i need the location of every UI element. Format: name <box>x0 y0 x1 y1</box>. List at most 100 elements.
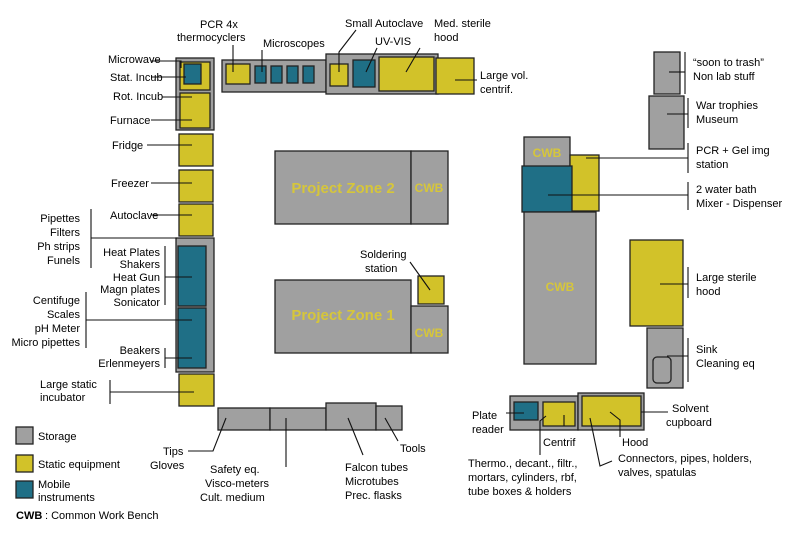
pcr-thermocycler-box <box>225 63 251 85</box>
label-thermo-1: mortars, cylinders, rbf, <box>468 472 577 484</box>
label-beakers-1: Erlenmeyers <box>98 358 160 370</box>
label-centrif: Centrif <box>543 437 576 449</box>
label-pipettes-3: Funels <box>47 255 81 267</box>
label-pipettes-2: Ph strips <box>37 241 80 253</box>
cwb-right-main-label: CWB <box>546 280 575 294</box>
label-uvvis: UV-VIS <box>375 36 411 48</box>
autoclave-box <box>178 203 214 237</box>
label-heat-plates-2: Heat Gun <box>113 272 160 284</box>
project-zone-1-cwb-label: CWB <box>415 326 444 340</box>
label-large-vol-0: Large vol. <box>480 70 528 82</box>
rot-incub-box <box>179 92 211 129</box>
label-solvent-1: cupboard <box>666 417 712 429</box>
label-heat-plates-0: Heat Plates <box>103 247 160 259</box>
label-rot-incub: Rot. Incub <box>113 91 163 103</box>
med-sterile-hood-box <box>378 56 435 92</box>
label-large-static-0: Large static <box>40 379 97 391</box>
label-thermo-2: tube boxes & holders <box>468 486 572 498</box>
label-hood: Hood <box>622 437 648 449</box>
bottom-bench-safety <box>269 407 327 431</box>
microscope-1 <box>254 65 267 84</box>
label-safety-1: Visco-meters <box>205 478 269 490</box>
label-falcon-2: Prec. flasks <box>345 490 402 502</box>
legend-mobile-label-1: instruments <box>38 492 95 504</box>
label-large-sterile-0: Large sterile <box>696 272 757 284</box>
label-heat-plates-4: Sonicator <box>114 297 161 309</box>
label-tips-0: Tips <box>163 446 184 458</box>
label-pcr4x-1: thermocyclers <box>177 32 246 44</box>
project-zone-2-box <box>274 150 412 225</box>
legend-mobile-label-0: Mobile <box>38 479 70 491</box>
label-plate-reader-0: Plate <box>472 410 497 422</box>
microscope-3 <box>286 65 299 84</box>
large-static-incubator-box <box>178 373 215 407</box>
large-sterile-hood-box <box>629 239 684 327</box>
hood-box <box>581 395 642 427</box>
label-microwave: Microwave <box>108 54 161 66</box>
label-pcr4x-0: PCR 4x <box>200 19 238 31</box>
uv-vis-box <box>352 59 376 88</box>
label-soldering-0: Soldering <box>360 249 406 261</box>
label-water-bath-1: Mixer - Dispenser <box>696 198 783 210</box>
label-heat-plates-3: Magn plates <box>100 284 160 296</box>
label-med-sterile-1: hood <box>434 32 458 44</box>
legend: Storage Static equipment Mobile instrume… <box>15 426 159 522</box>
legend-storage-swatch <box>15 426 34 445</box>
label-tools: Tools <box>400 443 426 455</box>
label-large-static-1: incubator <box>40 392 86 404</box>
cwb-right-main-box <box>523 211 597 365</box>
label-furnace: Furnace <box>110 115 150 127</box>
freezer-box <box>178 169 214 203</box>
plate-reader-box <box>513 401 539 421</box>
large-vol-centrifuge-box <box>435 57 475 95</box>
label-pipettes-1: Filters <box>50 227 80 239</box>
legend-cwb-desc: : Common Work Bench <box>45 510 159 522</box>
label-falcon-1: Microtubes <box>345 476 399 488</box>
label-falcon-0: Falcon tubes <box>345 462 408 474</box>
microscope-4 <box>302 65 315 84</box>
label-soon-trash-0: “soon to trash” <box>693 57 764 69</box>
stat-incub-box <box>183 63 202 85</box>
label-water-bath-0: 2 water bath <box>696 184 757 196</box>
sink-basin <box>652 356 672 384</box>
label-thermo-0: Thermo., decant., filtr., <box>468 458 577 470</box>
label-stat-incub: Stat. Incub <box>110 72 163 84</box>
label-centrifuge-3: Micro pipettes <box>12 337 81 349</box>
project-zone-1-cwb-box <box>410 305 449 354</box>
project-zone-2-label: Project Zone 2 <box>291 180 394 197</box>
label-solvent-0: Solvent <box>672 403 709 415</box>
cwb-right-top-label: CWB <box>533 146 562 160</box>
legend-storage-label: Storage <box>38 431 77 443</box>
label-safety-2: Cult. medium <box>200 492 265 504</box>
label-war-trophies-1: Museum <box>696 114 738 126</box>
label-centrifuge-1: Scales <box>47 309 81 321</box>
label-war-trophies-0: War trophies <box>696 100 758 112</box>
label-soon-trash-1: Non lab stuff <box>693 71 756 83</box>
label-connectors-0: Connectors, pipes, holders, <box>618 453 752 465</box>
label-microscopes: Microscopes <box>263 38 325 50</box>
centrifuge-mobile-box <box>177 307 207 369</box>
project-zone-1-box <box>274 279 412 354</box>
legend-static-label: Static equipment <box>38 459 120 471</box>
project-zone-2-cwb-box <box>410 150 449 225</box>
water-bath-box <box>521 165 573 213</box>
label-safety-0: Safety eq. <box>210 464 260 476</box>
label-pipettes-0: Pipettes <box>40 213 80 225</box>
label-beakers-0: Beakers <box>120 345 161 357</box>
leader-lines <box>85 29 689 467</box>
label-fridge: Fridge <box>112 140 143 152</box>
label-sink-1: Cleaning eq <box>696 358 755 370</box>
label-heat-plates-1: Shakers <box>120 259 161 271</box>
label-small-autoclave: Small Autoclave <box>345 18 423 30</box>
label-connectors-1: valves, spatulas <box>618 467 697 479</box>
pcr-gel-station-box <box>569 154 600 212</box>
legend-mobile-swatch <box>15 480 34 499</box>
label-sink-0: Sink <box>696 344 718 356</box>
label-large-vol-1: centrif. <box>480 84 513 96</box>
legend-cwb-key: CWB <box>16 510 42 522</box>
war-trophies-box <box>648 95 685 150</box>
label-tips-1: Gloves <box>150 460 185 472</box>
label-centrifuge-2: pH Meter <box>35 323 81 335</box>
